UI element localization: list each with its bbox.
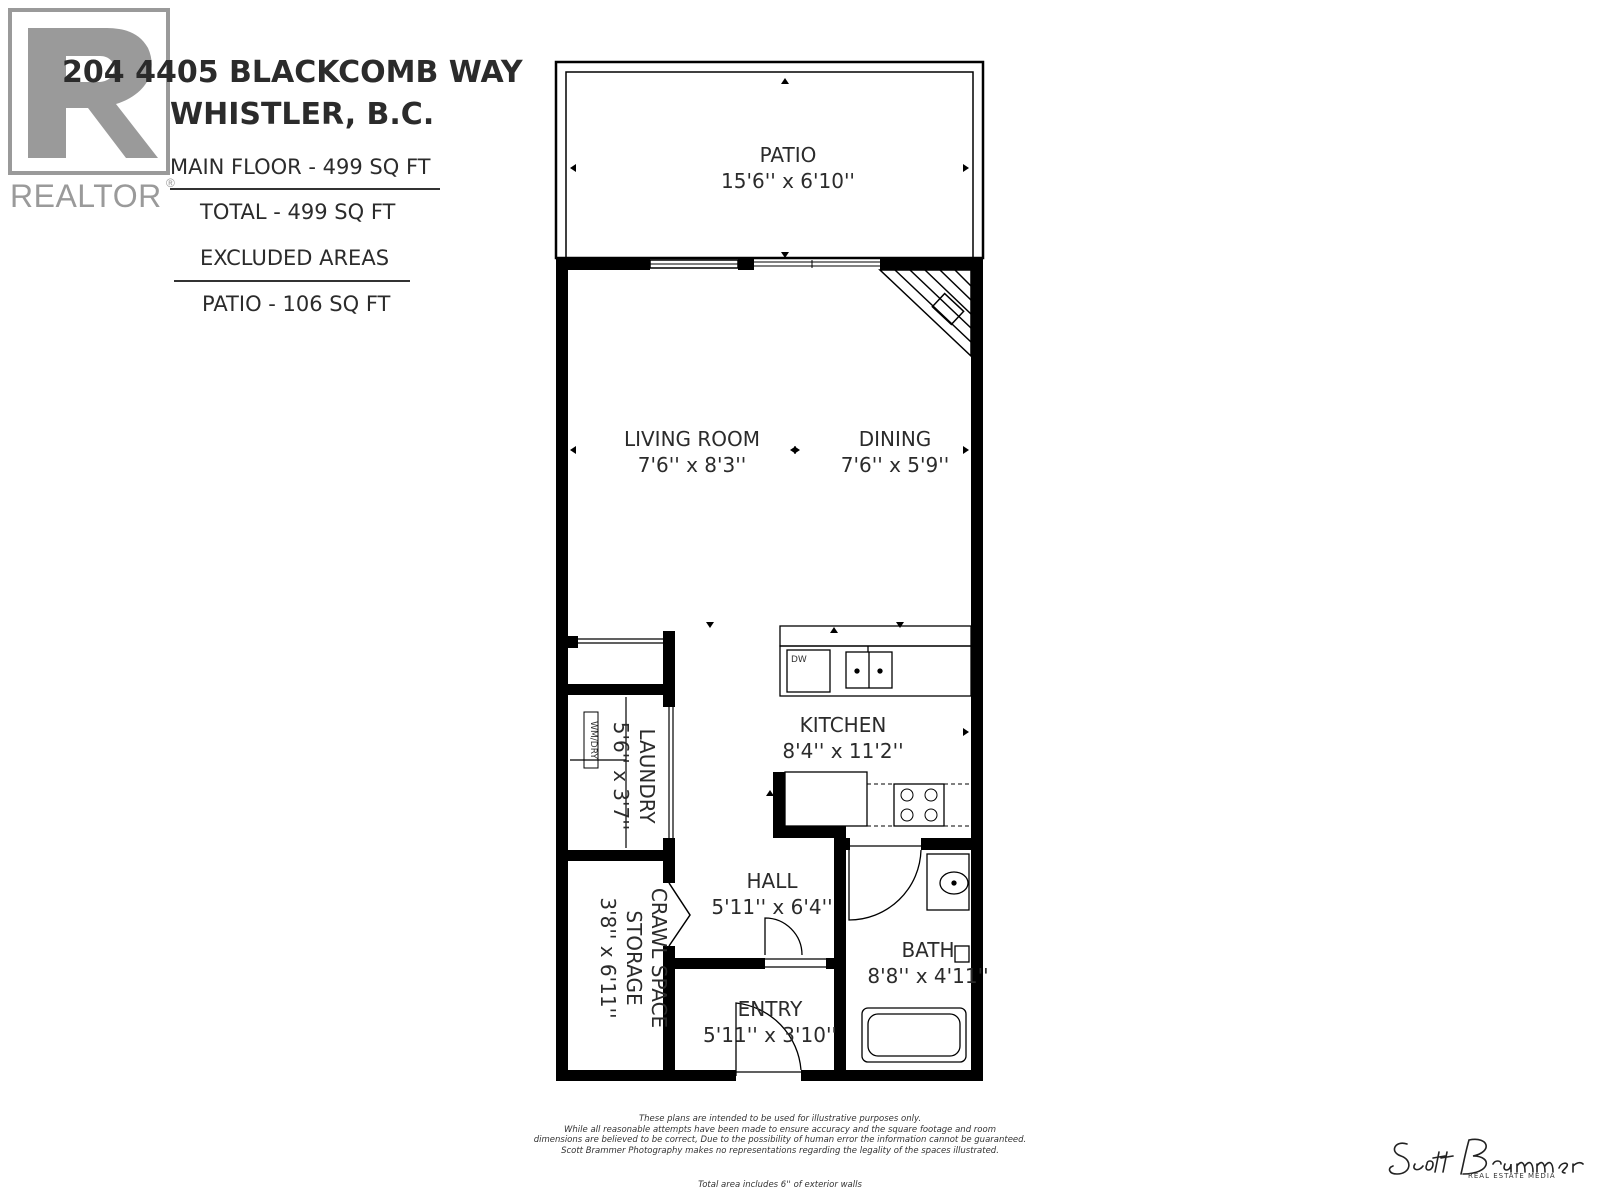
corner-fireplace [878,269,972,358]
hall-dims: 5'11'' x 6'4'' [711,895,832,919]
patio-outline [554,60,985,260]
divider [170,188,440,190]
bath-door [835,845,922,921]
disclaimer: These plans are intended to be used for … [480,1114,1080,1156]
living-room-dims: 7'6'' x 8'3'' [638,453,746,477]
hall-label: HALL [746,869,798,893]
disclaimer-line: dimensions are believed to be correct, D… [533,1135,1027,1145]
entry-label: ENTRY [738,997,803,1021]
storage-label-line2: STORAGE [622,910,646,1005]
laundry-dims: 5'6'' x 3'7'' [609,722,633,830]
disclaimer-line: These plans are intended to be used for … [638,1114,922,1124]
patio-dims: 15'6'' x 6'10'' [721,169,855,193]
exterior-walls [556,258,983,1081]
total-area-note: Total area includes 6'' of exterior wall… [698,1180,862,1190]
kitchen-lower [773,771,971,838]
storage-walls [663,861,675,1070]
divider [174,280,410,282]
washer-dryer [583,711,599,769]
bath-label: BATH [901,938,954,962]
entry-doors [735,917,826,1076]
patio-window [649,259,880,269]
entry-dims: 5'11'' x 3'10'' [703,1023,837,1047]
realtor-wordmark: REALTOR [10,178,162,214]
address-line-1: 204 4405 BLACKCOMB WAY [62,55,523,90]
total-area: TOTAL - 499 SQ FT [200,200,396,224]
address-line-2: WHISTLER, B.C. [170,97,435,132]
kitchen-dims: 8'4'' x 11'2'' [782,739,903,763]
registered-mark: ® [166,176,175,190]
storage-door [668,882,691,947]
disclaimer-line: Scott Brammer Photography makes no repre… [561,1145,999,1156]
dining-label: DINING [859,427,932,451]
dining-dims: 7'6'' x 5'9'' [841,453,949,477]
patio-excluded-area: PATIO - 106 SQ FT [202,292,391,316]
bath-fixtures [861,853,970,1063]
laundry-label: LAUNDRY [635,728,659,824]
realtor-logo [8,8,170,175]
dishwasher-label: DW [791,655,807,665]
kitchen-label: KITCHEN [800,713,887,737]
living-room-label: LIVING ROOM [624,427,760,451]
disclaimer-line: While all reasonable attempts have been … [564,1124,996,1135]
excluded-areas-heading: EXCLUDED AREAS [200,246,390,270]
signature-subtitle: REAL ESTATE MEDIA [1468,1172,1556,1180]
closet-doors [578,638,663,644]
dimension-markers [570,78,969,836]
main-floor-area: MAIN FLOOR - 499 SQ FT [170,155,431,179]
patio-label: PATIO [760,143,817,167]
storage-dims: 3'8'' x 6'11'' [596,897,620,1018]
signature-logo [1388,1138,1584,1175]
washer-dryer-label: WM/DRY [588,721,598,759]
bath-dims: 8'8'' x 4'11'' [867,964,988,988]
storage-label-line1: CRAWL SPACE [647,888,671,1028]
laundry-walls [568,695,675,861]
kitchen-counter [779,625,972,697]
bath-walls [834,838,983,1070]
closet-walls [568,631,675,695]
